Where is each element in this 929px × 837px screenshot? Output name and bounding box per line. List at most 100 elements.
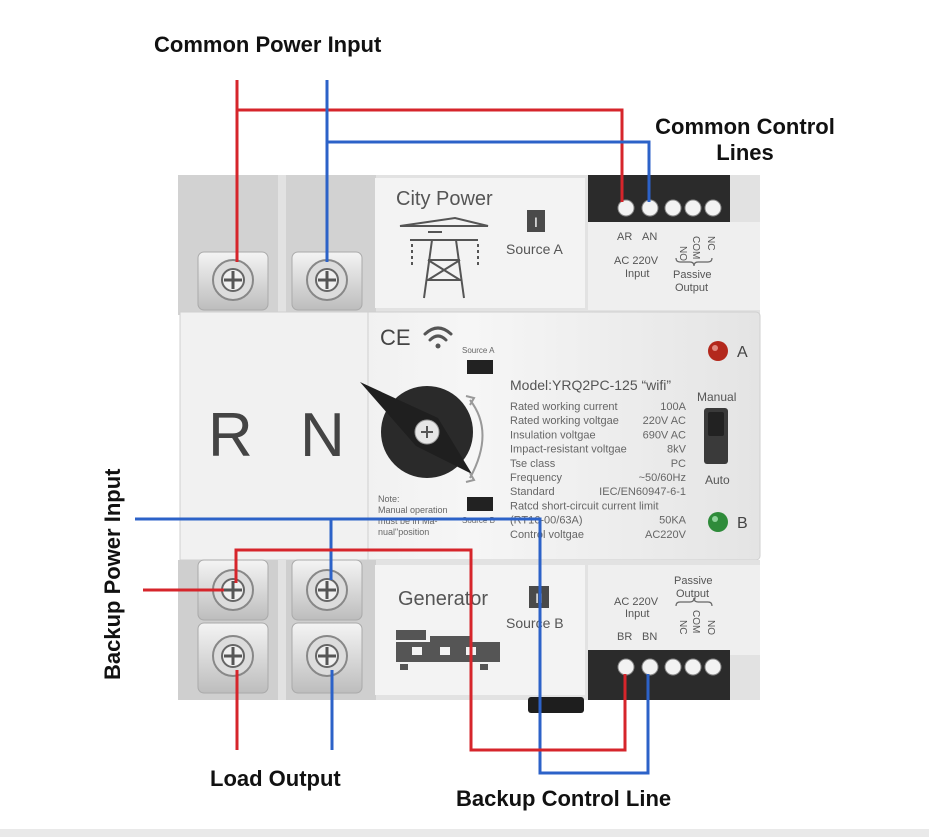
source-a-title: City Power <box>396 188 493 210</box>
spec-label: Rated working current <box>510 401 618 413</box>
top-input-line1: AC 220V <box>614 255 659 267</box>
model-label: Model:YRQ2PC-125 “wifi” <box>510 377 671 393</box>
source-a-window <box>467 360 493 374</box>
note-line-1: Note: <box>378 494 400 504</box>
callout-common-control-lines-2: Lines <box>716 140 774 165</box>
spec-label: Standard <box>510 486 555 498</box>
screw-terminal-bottom-r-lower <box>197 622 269 694</box>
source-a-roman: I <box>534 214 538 230</box>
terminal-letter-r: R <box>208 401 253 470</box>
rotation-arrow <box>469 399 484 479</box>
label-nc-top: NC <box>705 236 716 250</box>
note-line-3: must be in Ma- <box>378 516 438 526</box>
bottom-control-label-panel <box>588 565 760 655</box>
callout-common-power-input: Common Power Input <box>154 32 382 57</box>
wifi-icon <box>423 326 453 349</box>
indicator-b-label: B <box>737 515 748 532</box>
rotation-arrowhead-top <box>465 395 476 406</box>
spec-value: 220V AC <box>643 415 686 427</box>
top-output-brace <box>675 257 713 267</box>
spec-label: Insulation voltgae <box>510 429 596 441</box>
top-control-screws <box>617 199 722 217</box>
backup-control-live-wire <box>234 548 627 752</box>
spec-label: Impact-resistant voltgae <box>510 444 627 456</box>
spec-value: PC <box>671 458 686 470</box>
ce-mark: CE <box>380 325 411 350</box>
indicator-a-label: A <box>737 344 748 361</box>
wiring <box>135 80 651 775</box>
spec-label: Ratcd short-circuit current limit <box>510 500 659 512</box>
spec-value: 690V AC <box>643 429 686 441</box>
spec-value: 8kV <box>667 444 687 456</box>
spec-table: Rated working current 100A Rated working v… <box>510 401 687 541</box>
bottom-control-screws <box>617 658 722 676</box>
spec-value: 50KA <box>659 515 687 527</box>
label-an: AN <box>642 231 657 243</box>
source-b-window <box>467 497 493 511</box>
screw-terminal-bottom-n-lower <box>291 622 363 694</box>
din-clip <box>528 697 584 713</box>
top-control-label-panel <box>588 222 760 310</box>
screw-terminal-bottom-r-upper <box>197 559 269 621</box>
rotary-selector-handle[interactable] <box>360 382 473 478</box>
spec-label: Rated working voltgae <box>510 415 619 427</box>
source-a-panel <box>375 178 585 308</box>
spec-label: Frequency <box>510 472 562 484</box>
rotation-arrowhead-bottom <box>465 472 476 483</box>
screw-terminal-top-n <box>291 251 363 311</box>
note-line-4: nual"position <box>378 527 429 537</box>
backup-neutral-wire <box>135 517 650 775</box>
indicator-a-light <box>708 341 728 361</box>
source-b-title: Generator <box>398 588 488 610</box>
screw-terminal-top-r <box>197 251 269 311</box>
label-no-bottom: NO <box>705 620 716 635</box>
manual-label: Manual <box>697 390 736 404</box>
indicator-b-light <box>708 512 728 532</box>
spec-value: ~50/60Hz <box>639 472 686 484</box>
top-output-line1: Passive <box>673 269 712 281</box>
callout-common-control-lines-1: Common Control <box>655 114 835 139</box>
top-input-line2: Input <box>625 268 649 280</box>
label-no-top: NO <box>677 246 688 261</box>
label-com-top: COM <box>690 236 701 259</box>
spec-value: IEC/EN60947-6-1 <box>599 486 686 498</box>
callout-load-output: Load Output <box>210 766 341 791</box>
common-control-neutral-wire <box>327 140 651 202</box>
callout-common-control-lines: Common Control Lines <box>634 114 856 166</box>
ats-device: City Power I Source A AR AN NO COM NC AC… <box>178 175 761 713</box>
source-a-small-label: Source A <box>462 346 495 355</box>
spec-label: Tse class <box>510 458 556 470</box>
source-a-roman-badge <box>527 210 545 232</box>
bottom-border-strip <box>0 829 929 837</box>
common-control-live-wire <box>237 108 624 202</box>
top-output-line2: Output <box>675 282 708 294</box>
manual-auto-toggle[interactable] <box>704 408 728 464</box>
note-line-2: Manual operation <box>378 505 448 515</box>
bottom-input-line2: Input <box>625 608 649 620</box>
label-ar: AR <box>617 231 632 243</box>
spec-value: AC220V <box>645 529 687 541</box>
bottom-input-line1: AC 220V <box>614 596 659 608</box>
bottom-output-line2: Output <box>676 588 709 600</box>
auto-label: Auto <box>705 473 730 487</box>
source-b-label: Source B <box>506 615 564 631</box>
top-control-terminal-block <box>588 175 730 225</box>
callout-backup-power-input: Backup Power Input <box>100 468 125 680</box>
label-bn: BN <box>642 631 657 643</box>
manual-operation-note: Note: Manual operation must be in Ma- nu… <box>378 494 448 537</box>
spec-value: 100A <box>660 401 686 413</box>
label-com-bottom: COM <box>690 610 701 633</box>
bottom-control-terminal-block <box>588 650 730 700</box>
label-nc-bottom: NC <box>677 620 688 634</box>
bottom-output-brace <box>675 597 713 607</box>
terminal-letter-n: N <box>300 401 345 470</box>
label-br: BR <box>617 631 632 643</box>
spec-label: (RT16-00/63A) <box>510 515 583 527</box>
power-tower-icon <box>399 216 489 299</box>
callout-backup-control-line: Backup Control Line <box>456 786 672 811</box>
spec-label: Control voltgae <box>510 529 584 541</box>
source-a-label: Source A <box>506 241 563 257</box>
bottom-output-line1: Passive <box>674 575 713 587</box>
screw-terminal-bottom-n-upper <box>291 559 363 621</box>
